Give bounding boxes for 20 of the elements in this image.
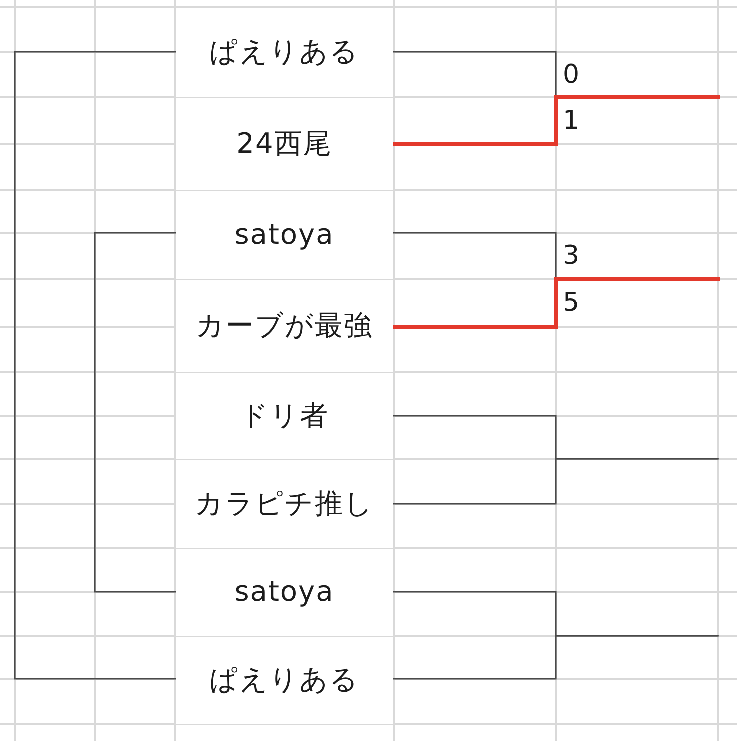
player-name: ぱえりある [210,664,360,697]
player-name: カーブが最強 [196,310,373,342]
player-name: ドリ者 [240,400,329,432]
player-name: ぱえりある [210,36,360,69]
bracket-line [94,232,177,593]
player-name: カラピチ推し [195,488,374,520]
score: 5 [563,290,580,316]
player-name: 24西尾 [236,128,332,160]
bracket-line [391,95,720,146]
bracket-line [14,51,177,680]
player-name: satoya [234,576,334,609]
score: 0 [563,62,580,88]
player-name: satoya [234,218,334,252]
bracket-line [391,277,720,329]
score: 1 [563,108,580,134]
score: 3 [563,243,580,269]
bracket-line [392,458,719,505]
bracket-line [392,51,557,98]
bracket-line [392,232,557,280]
bracket-line [392,635,719,680]
